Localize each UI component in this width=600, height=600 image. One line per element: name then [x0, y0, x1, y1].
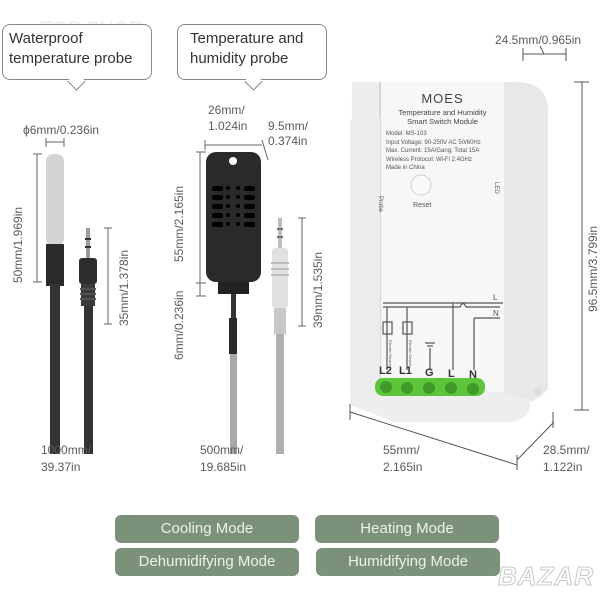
terminal-l1: L1: [399, 365, 412, 377]
humidity-height-label: 55mm/2.165in: [172, 185, 186, 262]
module-depth-in: 1.122in: [543, 460, 583, 474]
dehumidifying-mode-button: Dehumidifying Mode: [115, 548, 299, 576]
callout-line2: humidity probe: [190, 50, 289, 67]
heating-mode-button: Heating Mode: [315, 515, 499, 543]
spec-wireless: Wireless Protocol: Wi-Fi 2.4GHz: [386, 156, 473, 163]
spec-voltage: Input Voltage: 90-250V AC 50/60Hz: [386, 139, 481, 146]
humidity-depth-in: 0.374in: [268, 134, 308, 148]
terminal-n: N: [469, 369, 477, 381]
module-front-width-in: 2.165in: [383, 460, 423, 474]
module-title-line1: Temperature and Humidity: [398, 108, 487, 117]
humidity-width-in: 1.024in: [208, 119, 248, 133]
callout-humidity-probe: Temperature and humidity probe: [177, 24, 327, 91]
callout-line2: temperature probe: [9, 50, 133, 67]
waterproof-length-label: 50mm/1.969in: [11, 206, 25, 283]
module-front-width-mm: 55mm/: [383, 443, 420, 457]
callout-line1: Temperature and: [190, 30, 304, 47]
waterproof-cable-length-mm: 1000mm/: [41, 443, 92, 457]
reset-label: Reset: [413, 202, 432, 209]
module-depth-mm: 28.5mm/: [543, 443, 590, 457]
waterproof-cable-length-in: 39.37in: [41, 460, 81, 474]
spec-current: Max. Current: 15A/Gang; Total 15A: [386, 148, 480, 154]
brand-logo: MOES: [421, 91, 464, 106]
terminal-g: G: [425, 367, 434, 379]
waterproof-probe-drawing: [33, 138, 112, 454]
humidity-jack-label: 39mm/1.535in: [311, 251, 325, 328]
waterproof-jack-label: 35mm/1.378in: [117, 249, 131, 326]
module-height-label: 96.5mm/3.799in: [586, 225, 600, 312]
module-specs: Model: MS-103 Input Voltage: 90-250V AC …: [386, 130, 481, 173]
humidity-depth-mm: 9.5mm/: [268, 119, 309, 133]
terminal-l2: L2: [379, 365, 392, 377]
bus-label-l: L: [493, 293, 498, 302]
module-title-line2: Smart Switch Module: [407, 117, 478, 126]
terminal-block: [375, 378, 485, 396]
humidity-cable-length-in: 19.685in: [200, 460, 247, 474]
humidity-neck-label: 6mm/0.236in: [172, 290, 186, 360]
load-label-l2: Electric Device: [388, 340, 393, 367]
callout-line1: Waterproof: [9, 30, 83, 47]
waterproof-diameter-label: ϕ6mm/0.236in: [23, 123, 100, 137]
cooling-mode-button: Cooling Mode: [115, 515, 299, 543]
module-top-width-label: 24.5mm/0.965in: [495, 33, 582, 47]
humidifying-mode-button: Humidifying Mode: [316, 548, 500, 576]
terminal-l: L: [448, 368, 455, 380]
spec-origin: Made in China: [386, 165, 425, 171]
spec-model: Model: MS-103: [386, 131, 427, 137]
callout-waterproof-probe: Waterproof temperature probe: [2, 24, 152, 91]
humidity-probe-drawing: [196, 139, 306, 454]
switch-module-drawing: [349, 45, 589, 470]
humidity-width-mm: 26mm/: [208, 103, 245, 117]
watermark-bazar: BAZAR: [498, 561, 594, 592]
probe-port-label: Probe: [377, 196, 383, 213]
led-label: LED: [493, 182, 499, 194]
bus-label-n: N: [493, 309, 499, 318]
load-label-l1: Electric Device: [408, 340, 413, 367]
humidity-cable-length-mm: 500mm/: [200, 443, 244, 457]
